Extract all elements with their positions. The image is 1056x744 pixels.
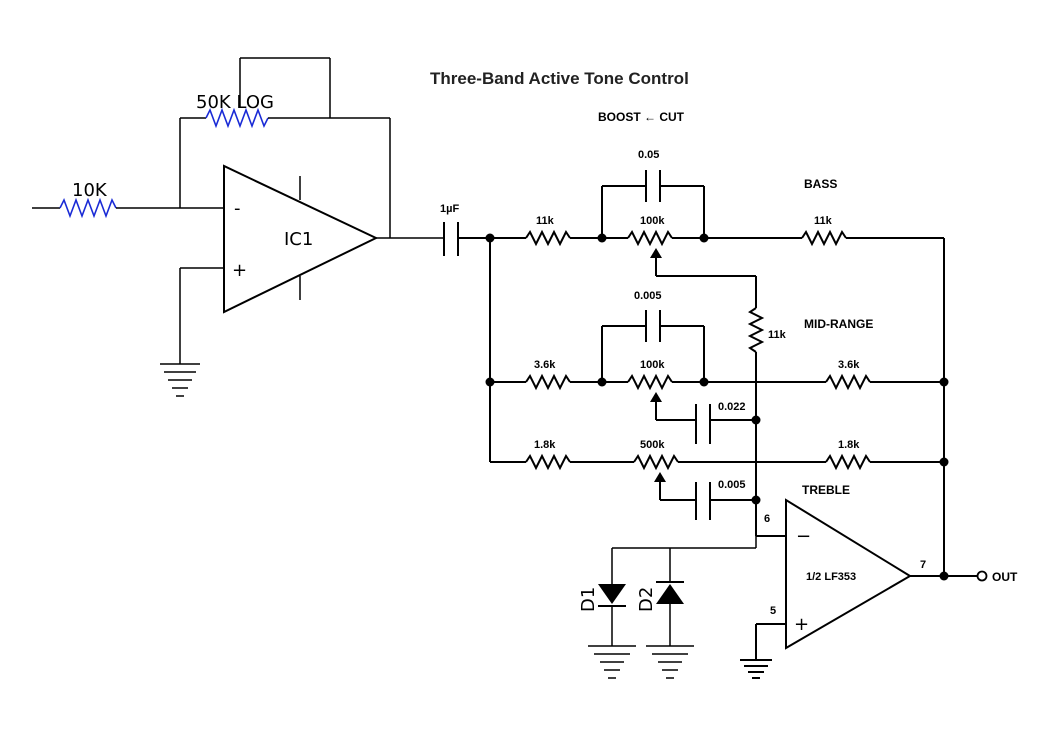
diode-d1: [598, 584, 626, 604]
ground-symbol-d1: [588, 645, 636, 679]
bass-label: BASS: [804, 177, 837, 191]
junction-dot: [751, 495, 761, 505]
bass-feedback-resistor-label: 11k: [768, 329, 787, 341]
diode-protection: D1 D2: [578, 536, 757, 679]
junction-dot: [751, 415, 761, 425]
opamp-lf353: [785, 498, 912, 650]
input-resistor-label: 10K: [72, 180, 108, 201]
ic1-inverting-sign: -: [234, 198, 241, 219]
boost-cut-label: BOOST ← CUT: [598, 110, 685, 124]
treble-resistor-right-label: 1.8k: [838, 439, 860, 451]
bass-resistor-left: [525, 229, 571, 247]
output-label: OUT: [992, 570, 1018, 584]
mid-range-label: MID-RANGE: [804, 317, 873, 331]
treble-resistor-right: [825, 453, 871, 471]
bass-resistor-right-label: 11k: [814, 215, 833, 227]
mid-wiper-cap-label: 0.022: [718, 401, 746, 413]
diode-d2-label: D2: [636, 587, 657, 612]
opamp-ic1-label: IC1: [284, 229, 313, 250]
mid-wiper-arrow: [650, 392, 662, 402]
mid-resistor-left-label: 3.6k: [534, 359, 556, 371]
bass-feedback-resistor: [747, 307, 765, 353]
treble-pot: [633, 453, 679, 471]
pin-5-label: 5: [770, 605, 776, 617]
opamp-ic1: [223, 164, 379, 314]
preamp-stage: 10K 50K LOG IC1 - +: [32, 57, 444, 397]
bass-cap-label: 0.05: [638, 149, 659, 161]
mid-cap-label: 0.005: [634, 290, 662, 302]
mid-resistor-right-label: 3.6k: [838, 359, 860, 371]
ground-symbol-ic1: [160, 363, 200, 397]
treble-section: 1.8k 500k 1.8k TREBLE 0.005: [490, 439, 944, 520]
output-terminal: [976, 570, 988, 582]
bass-resistor-right: [801, 229, 847, 247]
diode-d1-label: D1: [578, 587, 599, 612]
lf353-inverting-sign: −: [796, 526, 811, 547]
bass-resistor-left-label: 11k: [536, 215, 555, 227]
feedback-pot-label: 50K LOG: [196, 92, 274, 113]
output-amp-stage: 1/2 LF353 6 5 7 − + OUT: [740, 498, 1018, 679]
ground-symbol-d2: [646, 645, 694, 679]
ground-symbol-lf353: [740, 659, 772, 679]
opamp-lf353-label: 1/2 LF353: [806, 571, 856, 583]
lf353-noninverting-sign: +: [794, 614, 809, 635]
bass-wiper-arrow: [650, 248, 662, 258]
treble-pot-label: 500k: [640, 439, 665, 451]
coupling-capacitor: 1µF: [440, 203, 490, 256]
diode-d2: [656, 584, 684, 604]
mid-pot: [627, 373, 673, 391]
diagram-title: Three-Band Active Tone Control: [430, 69, 689, 88]
feedback-pot-50k: [205, 107, 269, 129]
coupling-cap-label: 1µF: [440, 203, 459, 215]
treble-wiper-cap-label: 0.005: [718, 479, 746, 491]
input-resistor-10k: [59, 197, 117, 219]
treble-wiper-arrow: [654, 472, 666, 482]
treble-resistor-left-label: 1.8k: [534, 439, 556, 451]
pin-6-label: 6: [764, 513, 770, 525]
mid-pot-label: 100k: [640, 359, 665, 371]
mid-resistor-right: [825, 373, 871, 391]
bass-pot: [627, 229, 673, 247]
ic1-noninverting-sign: +: [232, 260, 247, 281]
mid-resistor-left: [525, 373, 571, 391]
bass-pot-label: 100k: [640, 215, 665, 227]
treble-resistor-left: [525, 453, 571, 471]
treble-label: TREBLE: [802, 483, 850, 497]
pin-7-label: 7: [920, 559, 926, 571]
bass-section: 11k 100k 0.05 11k BASS 11k: [490, 149, 944, 536]
mid-section: 3.6k 100k 0.005 3.6k MID-RANGE 0.022: [490, 290, 944, 444]
